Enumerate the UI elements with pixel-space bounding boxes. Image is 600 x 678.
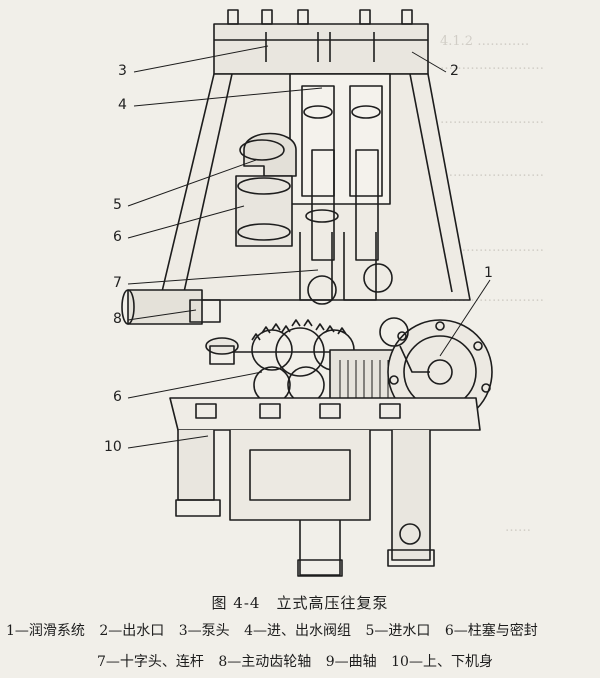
legend-item: 5—进水口	[365, 623, 431, 639]
callout-6-upper: 6	[113, 229, 122, 245]
callout-5: 5	[113, 197, 122, 213]
legend-item: 3—泵头	[178, 623, 230, 639]
head-bolt	[261, 9, 273, 25]
base-left-leg	[177, 430, 215, 501]
figure-caption: 图 4-4 立式高压往复泵	[211, 594, 389, 612]
bleed-through-text: ……………………	[440, 240, 544, 255]
bleed-through-text: ……	[505, 520, 531, 535]
legend-row: 1—润滑系统 2—出水口 3—泵头 4—进、出水阀组 5—进水口 6—柱塞与密封	[0, 620, 600, 640]
base-right-leg	[391, 430, 431, 561]
base-center	[229, 430, 371, 521]
bleed-through-text: 4.1.2 …………	[440, 34, 530, 49]
leader-line-3	[133, 45, 269, 73]
leader-line-5	[127, 159, 257, 207]
leader-line-7	[127, 269, 319, 285]
callout-10: 10	[104, 439, 122, 455]
head-bolt	[401, 9, 413, 25]
callout-1: 1	[484, 265, 493, 281]
bleed-through-text: ……………………	[440, 58, 544, 73]
callout-7: 7	[113, 275, 122, 291]
lubrication-pump	[379, 317, 409, 347]
legend-item: 9—曲轴	[325, 654, 377, 670]
leader-line-8	[127, 309, 197, 321]
leader-line-2	[411, 51, 447, 73]
head-bolt	[227, 9, 239, 25]
callout-3: 3	[118, 63, 127, 79]
lower-frame	[169, 397, 481, 431]
legend-item: 4—进、出水阀组	[244, 623, 352, 639]
head-bolt	[359, 9, 371, 25]
valve-chest	[289, 73, 391, 205]
legend-item: 1—润滑系统	[6, 623, 85, 639]
bleed-through-text: ……………………	[440, 112, 544, 127]
leader-line-6a	[127, 205, 245, 239]
bleed-through-text: ……………………	[440, 165, 544, 180]
plunger	[235, 175, 293, 247]
callout-6-lower: 6	[113, 389, 122, 405]
callout-2: 2	[450, 63, 459, 79]
pump-drawing	[121, 9, 493, 577]
inlet-elbow	[243, 132, 297, 177]
legend-item: 7—十字头、连杆	[97, 654, 204, 670]
callout-4: 4	[118, 97, 127, 113]
leader-line-1	[439, 279, 491, 357]
callout-8: 8	[113, 311, 122, 327]
leader-line-4	[133, 87, 323, 107]
legend-item: 10—上、下机身	[391, 654, 493, 670]
legend-item: 8—主动齿轮轴	[218, 654, 312, 670]
legend-row: 7—十字头、连杆 8—主动齿轮轴 9—曲轴 10—上、下机身	[0, 651, 600, 671]
legend-item: 2—出水口	[99, 623, 165, 639]
drive-shaft	[127, 289, 203, 325]
legend-item: 6—柱塞与密封	[444, 623, 538, 639]
leader-line-10	[127, 435, 209, 449]
pump-head	[213, 23, 429, 75]
head-bolt	[297, 9, 309, 25]
leader-line-6b	[127, 371, 263, 399]
connecting-rod	[299, 232, 333, 301]
